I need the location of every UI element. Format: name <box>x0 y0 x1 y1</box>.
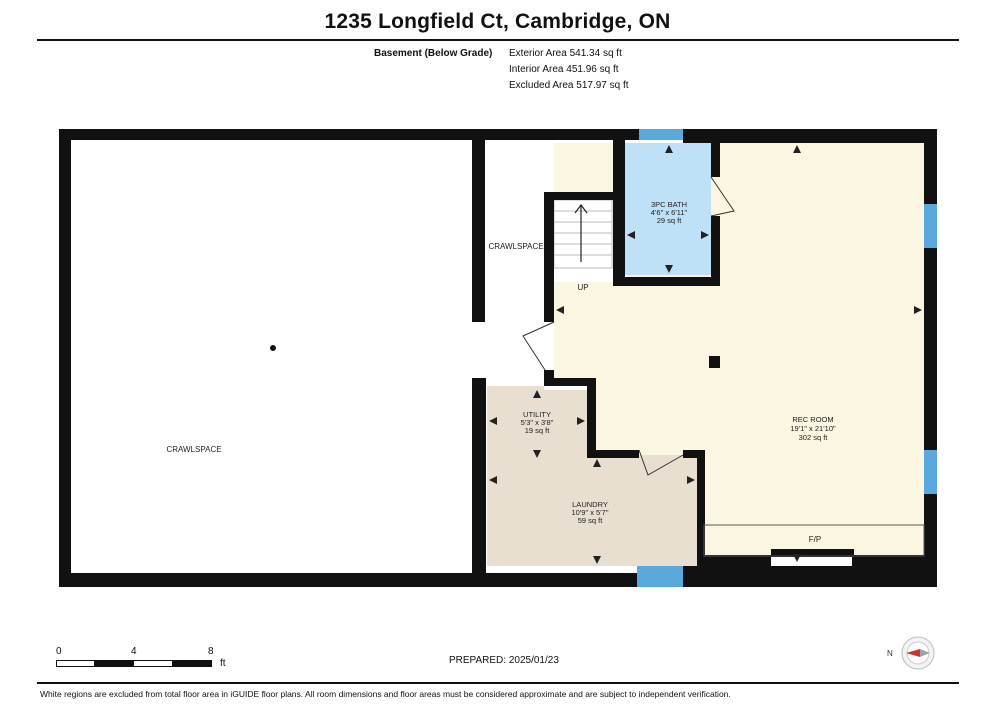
exterior-area: Exterior Area 541.34 sq ft <box>509 48 622 59</box>
level-name: Basement (Below Grade) <box>374 48 493 59</box>
windows <box>637 129 937 587</box>
utility-area: 19 sq ft <box>525 426 551 435</box>
crawlspace-marker <box>270 345 276 351</box>
doors <box>522 176 735 476</box>
scale-tick-0: 0 <box>56 646 62 657</box>
rec-room-name: REC ROOM <box>792 415 833 424</box>
excluded-area: Excluded Area 517.97 sq ft <box>509 80 629 91</box>
laundry-dims: 10'9" x 5'7" <box>572 508 609 517</box>
fireplace-hearth <box>703 524 925 557</box>
crawlspace-large-label: CRAWLSPACE <box>166 445 221 454</box>
footer-rule <box>37 682 959 684</box>
disclaimer: White regions are excluded from total fl… <box>40 689 731 699</box>
scale-unit: ft <box>220 658 226 669</box>
fireplace-label: F/P <box>809 535 821 544</box>
bath-area: 29 sq ft <box>657 216 683 225</box>
bath-dims: 4'6" x 6'11" <box>651 208 688 217</box>
dimension-arrows <box>489 145 922 564</box>
stairs <box>553 199 613 269</box>
header-rule <box>37 39 959 41</box>
walls <box>59 129 937 587</box>
rec-room-area: 302 sq ft <box>799 433 829 442</box>
utility-dims: 5'3" x 3'8" <box>521 418 554 427</box>
utility-laundry-fill <box>487 386 697 566</box>
compass: N <box>885 633 945 678</box>
rec-room-dims: 19'1" x 21'10" <box>790 424 836 433</box>
compass-icon: N <box>887 636 935 670</box>
stairs-label: UP <box>577 283 588 292</box>
scale-tick-4: 4 <box>131 646 137 657</box>
bath-name: 3PC BATH <box>651 200 687 209</box>
scale-tick-8: 8 <box>208 646 214 657</box>
scale-bar-graphic <box>56 660 212 667</box>
crawlspace-small-label: CRAWLSPACE <box>488 242 543 251</box>
plan-title: 1235 Longfield Ct, Cambridge, ON <box>324 10 671 33</box>
compass-north-label: N <box>887 649 893 658</box>
stair-arrow <box>574 204 588 262</box>
prepared-date: PREPARED: 2025/01/23 <box>449 655 559 666</box>
laundry-name: LAUNDRY <box>572 500 608 509</box>
bath-fill <box>625 143 711 275</box>
laundry-area: 59 sq ft <box>578 516 604 525</box>
utility-name: UTILITY <box>523 410 551 419</box>
interior-area: Interior Area 451.96 sq ft <box>509 64 619 75</box>
